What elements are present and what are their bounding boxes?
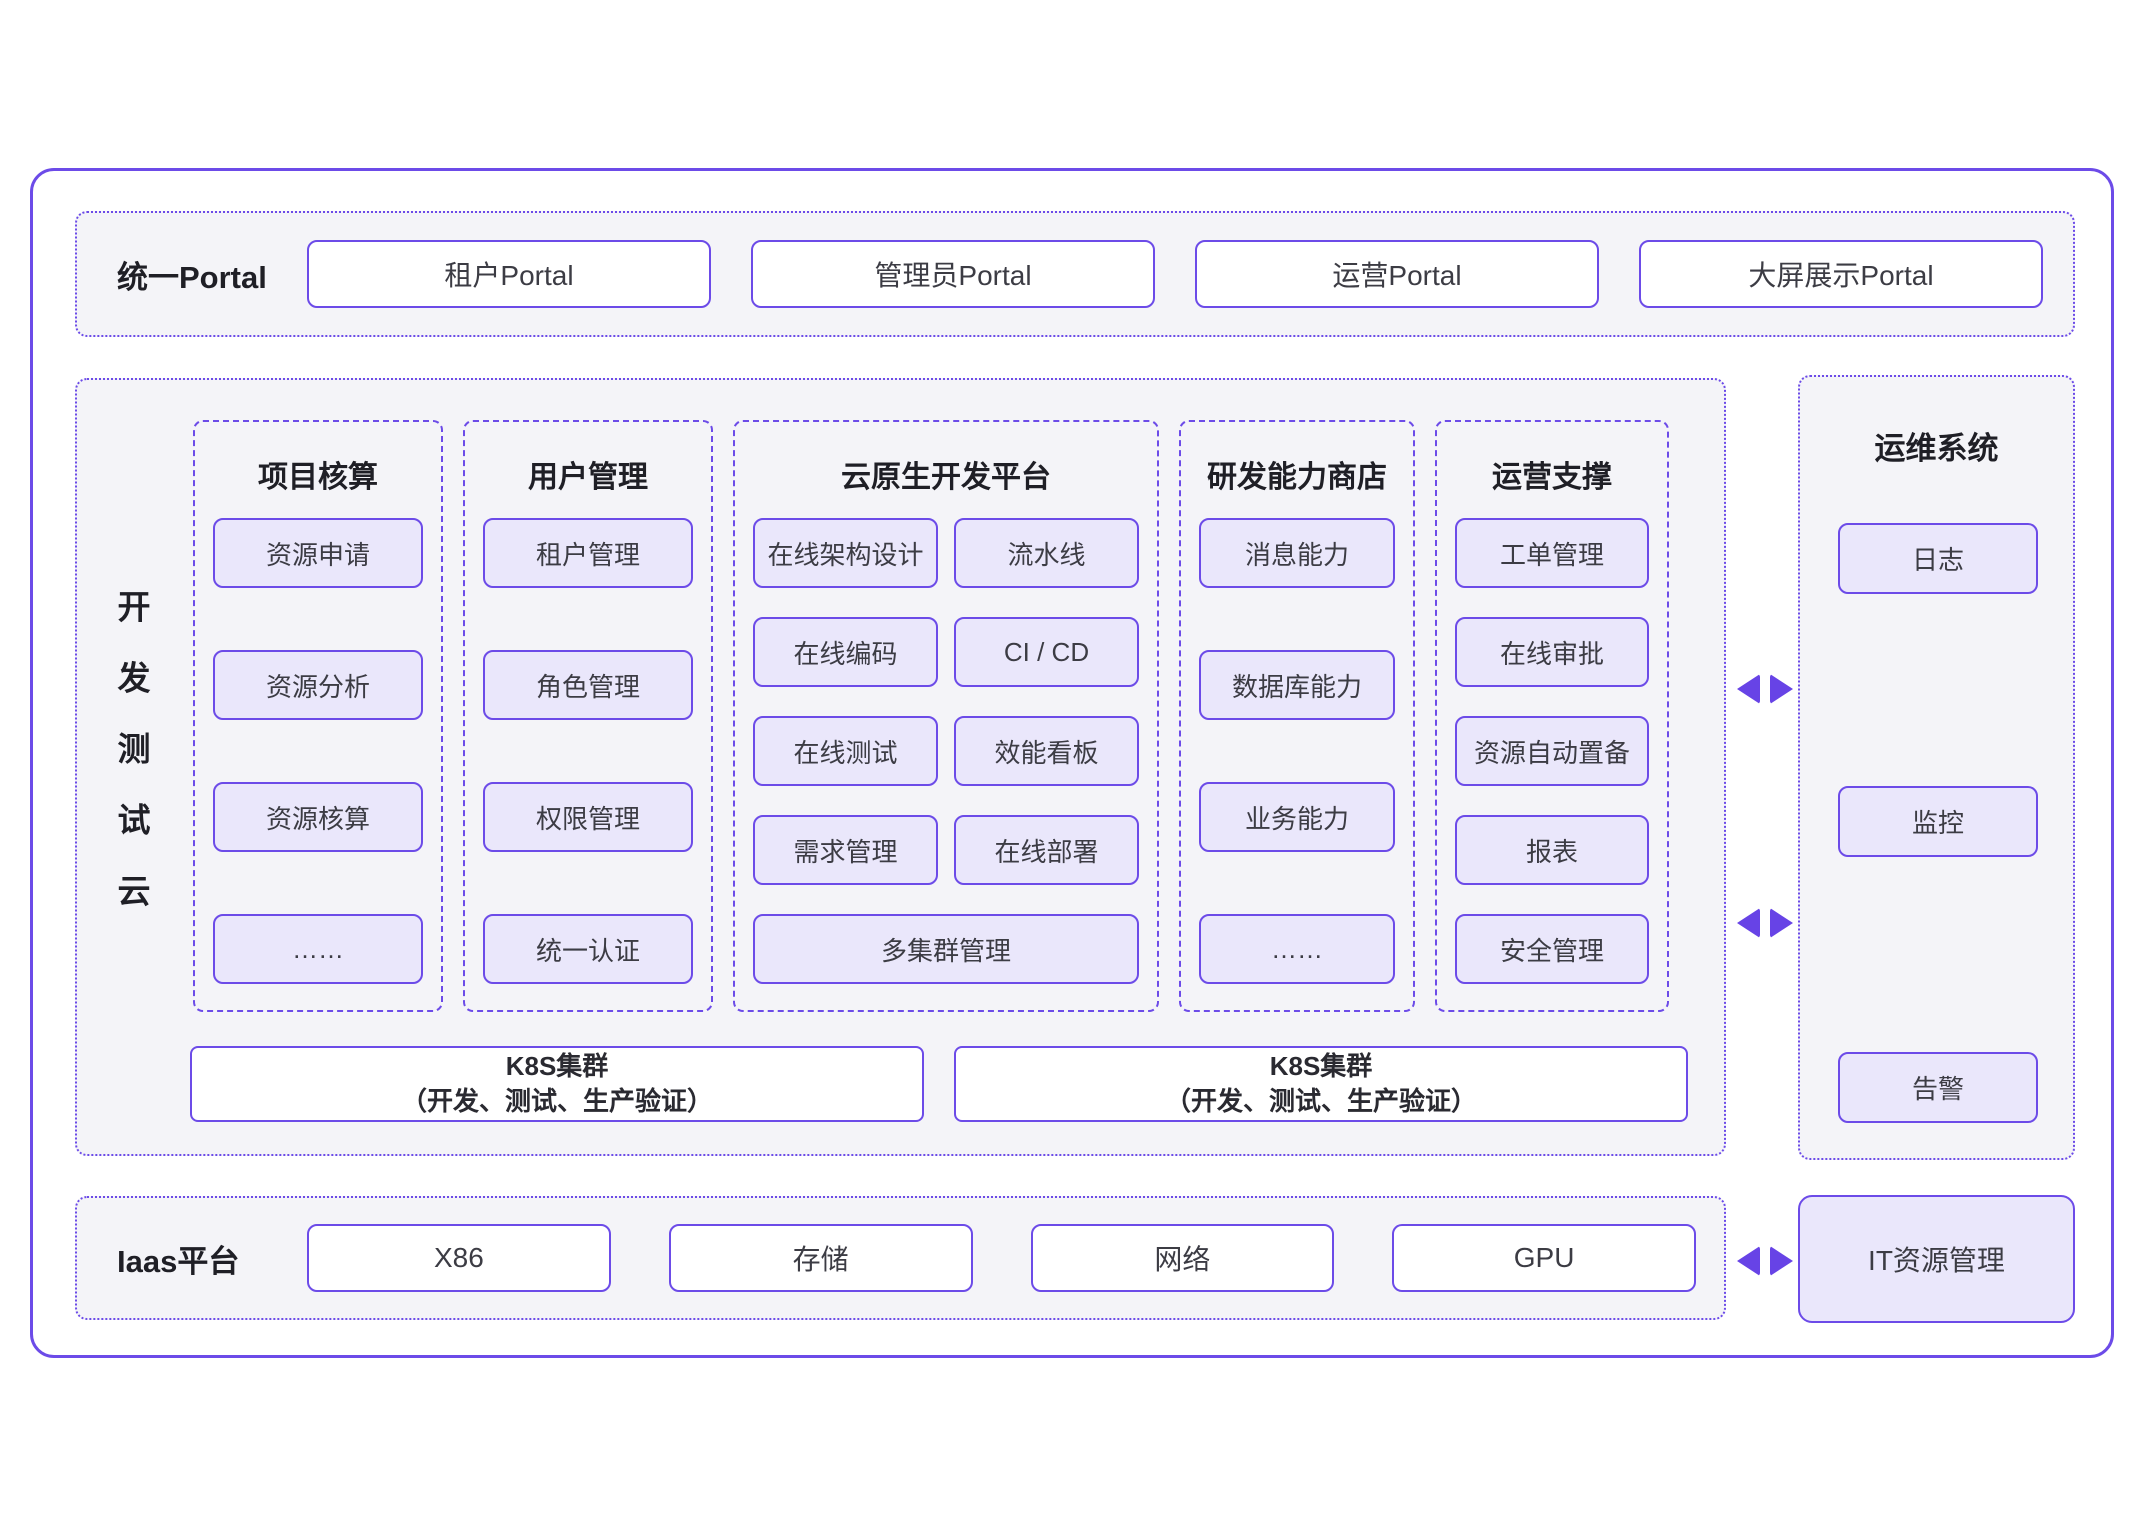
dev-test-cloud-label: 开发测试云 [113, 589, 150, 945]
diagram-node-alert: 告警 [1838, 1052, 2038, 1123]
left-arrow-icon [1737, 674, 1760, 704]
diagram-node: 权限管理 [483, 782, 693, 852]
diagram-node: 在线审批 [1455, 617, 1649, 687]
diagram-node: 在线架构设计 [753, 518, 938, 588]
gpu-box: GPU [1392, 1224, 1696, 1292]
diagram-node-log: 日志 [1838, 523, 2038, 594]
bidirectional-arrow [1737, 1246, 1793, 1276]
diagram-node: 报表 [1455, 815, 1649, 885]
column-user-management: 用户管理 租户管理 角色管理 权限管理 统一认证 [463, 420, 713, 1012]
diagram-node: 角色管理 [483, 650, 693, 720]
k8s-cluster-row: K8S集群 （开发、测试、生产验证） K8S集群 （开发、测试、生产验证） [190, 1046, 1688, 1122]
diagram-node: 在线部署 [954, 815, 1139, 885]
diagram-node-monitor: 监控 [1838, 786, 2038, 857]
column-title: 研发能力商店 [1207, 461, 1387, 494]
network-box: 网络 [1030, 1224, 1335, 1292]
diagram-node: 效能看板 [954, 716, 1139, 786]
column-project-accounting: 项目核算 资源申请 资源分析 资源核算 …… [193, 420, 443, 1012]
left-arrow-icon [1737, 1246, 1760, 1276]
k8s-cluster-box: K8S集群 （开发、测试、生产验证） [954, 1046, 1688, 1122]
diagram-node-ellipsis: …… [213, 914, 423, 984]
diagram-node: 在线测试 [753, 716, 938, 786]
bidirectional-arrow [1737, 908, 1793, 938]
portal-box-row: 租户Portal 管理员Portal 运营Portal 大屏展示Portal [307, 240, 2043, 308]
diagram-node: 资源申请 [213, 518, 423, 588]
tenant-portal-box: 租户Portal [307, 240, 711, 308]
diagram-node: 需求管理 [753, 815, 938, 885]
iaas-platform-label: Iaas平台 [117, 1243, 240, 1279]
bidirectional-arrow [1737, 674, 1793, 704]
diagram-node: 统一认证 [483, 914, 693, 984]
architecture-diagram-container: 统一Portal 租户Portal 管理员Portal 运营Portal 大屏展… [30, 168, 2114, 1358]
iaas-box-row: X86 存储 网络 GPU [307, 1224, 1696, 1292]
column-title: 项目核算 [258, 461, 378, 494]
storage-box: 存储 [668, 1224, 973, 1292]
diagram-node: 资源核算 [213, 782, 423, 852]
operation-portal-box: 运营Portal [1195, 240, 1599, 308]
diagram-node: 消息能力 [1199, 518, 1395, 588]
k8s-cluster-subtitle: （开发、测试、生产验证） [400, 1086, 713, 1116]
bigscreen-portal-box: 大屏展示Portal [1639, 240, 2043, 308]
diagram-node: 资源分析 [213, 650, 423, 720]
diagram-node-multicluster: 多集群管理 [753, 914, 1139, 984]
column-rd-capability-store: 研发能力商店 消息能力 数据库能力 业务能力 …… [1179, 420, 1415, 1012]
column-title: 运营支撑 [1492, 461, 1612, 494]
diagram-node: 资源自动置备 [1455, 716, 1649, 786]
iaas-platform-section: Iaas平台 X86 存储 网络 GPU [75, 1196, 1726, 1320]
k8s-cluster-subtitle: （开发、测试、生产验证） [1164, 1086, 1477, 1116]
diagram-node: 工单管理 [1455, 518, 1649, 588]
column-cloud-native-platform: 云原生开发平台 在线架构设计 流水线 在线编码 CI / CD 在线测试 效能看… [733, 420, 1159, 1012]
column-operation-support: 运营支撑 工单管理 在线审批 资源自动置备 报表 安全管理 [1435, 420, 1669, 1012]
diagram-node: 流水线 [954, 518, 1139, 588]
x86-box: X86 [307, 1224, 611, 1292]
diagram-node: 安全管理 [1455, 914, 1649, 984]
admin-portal-box: 管理员Portal [751, 240, 1155, 308]
capability-columns: 项目核算 资源申请 资源分析 资源核算 …… 用户管理 租户管理 角色管理 权限… [193, 420, 1673, 1012]
right-arrow-icon [1770, 674, 1793, 704]
it-resource-management-box: IT资源管理 [1798, 1195, 2075, 1323]
k8s-cluster-box: K8S集群 （开发、测试、生产验证） [190, 1046, 924, 1122]
diagram-node: CI / CD [954, 617, 1139, 687]
ops-system-title: 运维系统 [1874, 431, 1999, 466]
k8s-cluster-title: K8S集群 [505, 1050, 609, 1081]
diagram-node-ellipsis: …… [1199, 914, 1395, 984]
unified-portal-label: 统一Portal [117, 259, 267, 295]
ops-system-section: 运维系统 日志 监控 告警 [1798, 375, 2075, 1160]
dev-test-cloud-section: 开发测试云 项目核算 资源申请 资源分析 资源核算 …… 用户管理 租户管理 角… [75, 378, 1726, 1156]
k8s-cluster-title: K8S集群 [1269, 1050, 1373, 1081]
diagram-node: 在线编码 [753, 617, 938, 687]
diagram-node: 租户管理 [483, 518, 693, 588]
right-arrow-icon [1770, 1246, 1793, 1276]
unified-portal-section: 统一Portal 租户Portal 管理员Portal 运营Portal 大屏展… [75, 211, 2075, 337]
right-arrow-icon [1770, 908, 1793, 938]
diagram-node: 数据库能力 [1199, 650, 1395, 720]
diagram-node: 业务能力 [1199, 782, 1395, 852]
left-arrow-icon [1737, 908, 1760, 938]
column-title: 云原生开发平台 [841, 461, 1051, 494]
column-title: 用户管理 [528, 461, 648, 494]
